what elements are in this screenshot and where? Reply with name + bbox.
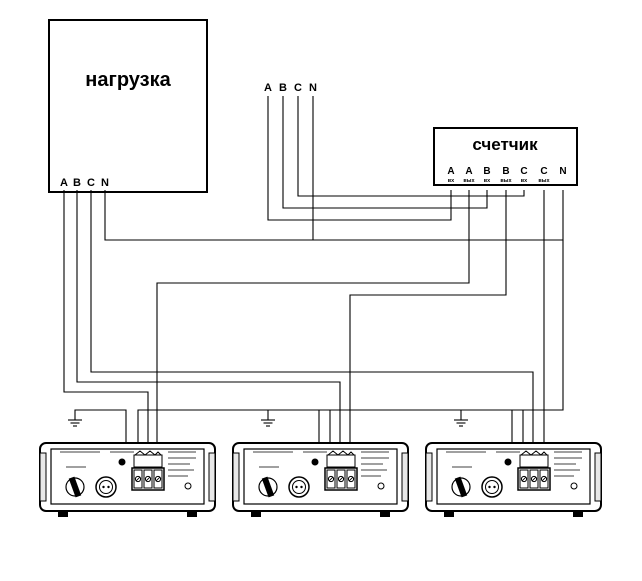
supply-terminal-b: B <box>279 82 287 94</box>
indicator-icon <box>570 482 578 490</box>
load-terminal-n: N <box>101 177 109 189</box>
terminal-block <box>324 467 358 491</box>
fuse-icon <box>311 458 319 466</box>
meter-terminal-a-0: A <box>447 166 454 177</box>
stabilizer-body <box>425 442 602 512</box>
stabilizer-body <box>39 442 216 512</box>
ground-icon <box>68 409 127 455</box>
wire-load-a <box>63 190 149 455</box>
foot <box>187 511 197 517</box>
ground-icon <box>261 409 320 455</box>
terminal-block <box>131 467 165 491</box>
load-terminal-b: B <box>73 177 81 189</box>
wire-neutral-1 <box>137 240 564 455</box>
supply-terminal-n: N <box>309 82 317 94</box>
wire-load-c <box>90 190 534 455</box>
wire-load-b <box>76 190 341 455</box>
ground-icon <box>454 409 513 455</box>
fuse-icon <box>118 458 126 466</box>
meter-title: счетчик <box>472 135 538 154</box>
wire-neutral-bus <box>104 190 564 241</box>
supply-terminal-a: A <box>264 82 272 94</box>
meter-terminal-dir: вх <box>521 178 528 184</box>
stabilizer-2 <box>232 409 409 517</box>
stabilizers <box>39 409 602 517</box>
terminal-block <box>517 467 551 491</box>
meter-terminal-dir: вх <box>484 178 491 184</box>
foot <box>251 511 261 517</box>
wire-supply-a <box>267 96 452 221</box>
stabilizer-1 <box>39 409 216 517</box>
cable-glands <box>519 450 549 468</box>
meter-terminal-a-1: A <box>465 166 472 177</box>
foot <box>573 511 583 517</box>
load-terminal-c: C <box>87 177 95 189</box>
stabilizer-3 <box>425 409 602 517</box>
cable-glands <box>326 450 356 468</box>
wire-meter-a-out <box>156 190 470 455</box>
meter-terminal-b-3: B <box>502 166 509 177</box>
meter-terminal-dir: вх <box>448 178 455 184</box>
wires <box>63 96 564 455</box>
meter-terminal-c-5: C <box>540 166 547 177</box>
wire-meter-b-out <box>349 190 507 455</box>
meter-terminal-dir: вых <box>463 178 475 184</box>
meter-terminal-dir: вых <box>538 178 550 184</box>
meter-terminal-c-4: C <box>520 166 527 177</box>
supply-terminal-c: C <box>294 82 302 94</box>
meter-terminal-dir: вых <box>500 178 512 184</box>
load-title: нагрузка <box>85 69 171 91</box>
foot <box>380 511 390 517</box>
indicator-icon <box>377 482 385 490</box>
wire-supply-c <box>297 96 525 197</box>
meter-terminal-b-2: B <box>483 166 490 177</box>
foot <box>58 511 68 517</box>
wire-supply-b <box>282 96 488 209</box>
load-box: нагрузка A B C N <box>48 19 208 193</box>
meter-terminal-n: N <box>559 166 566 177</box>
cable-glands <box>133 450 163 468</box>
indicator-icon <box>184 482 192 490</box>
load-terminal-a: A <box>60 177 68 189</box>
foot <box>444 511 454 517</box>
stabilizer-body <box>232 442 409 512</box>
supply-terminals: A B C N <box>264 82 317 94</box>
fuse-icon <box>504 458 512 466</box>
